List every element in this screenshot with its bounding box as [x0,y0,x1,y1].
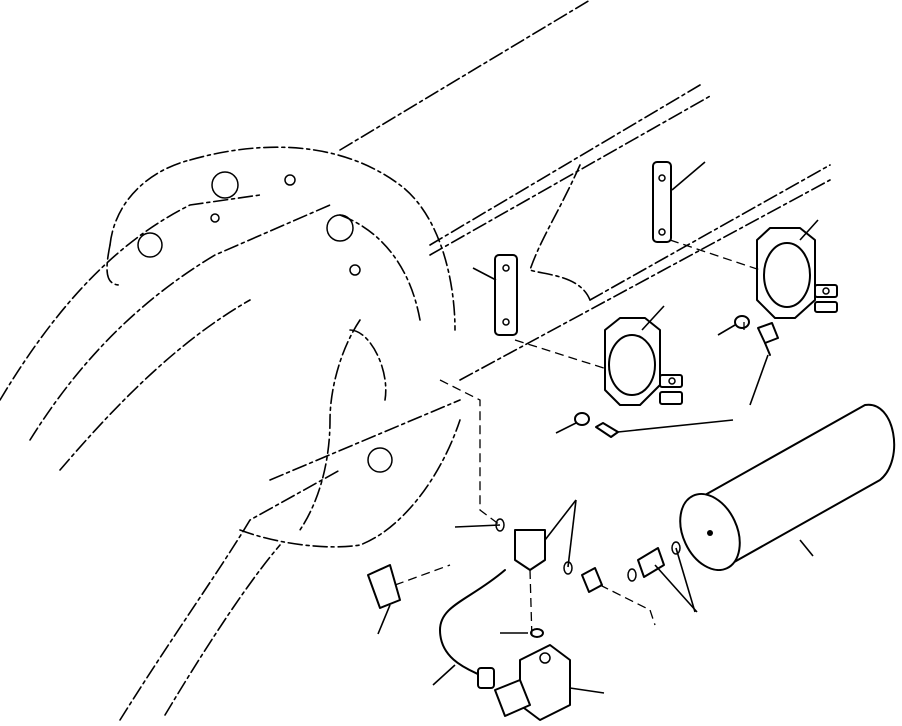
solenoid-valve-block [494,644,571,721]
clamp-right [756,227,838,319]
bolt-lower [595,422,619,438]
fitting-adapter [581,567,656,626]
tee-fitting [495,518,573,575]
fitting-right [627,541,681,582]
hose-clip [367,564,451,609]
mounting-strap-left [494,254,518,336]
bolt-upper [757,322,779,356]
clamp-left [604,317,683,406]
washer-lower [574,412,590,426]
electrical-harness [439,569,506,689]
seal-plug [530,628,544,638]
callout-leaders [377,161,819,694]
mounting-strap-right [652,161,672,243]
washer-upper [734,315,750,329]
assembly-lines [439,239,761,641]
axle-flange [106,146,461,548]
accumulator-cylinder [679,403,896,572]
frame-phantom-lines [0,0,831,721]
